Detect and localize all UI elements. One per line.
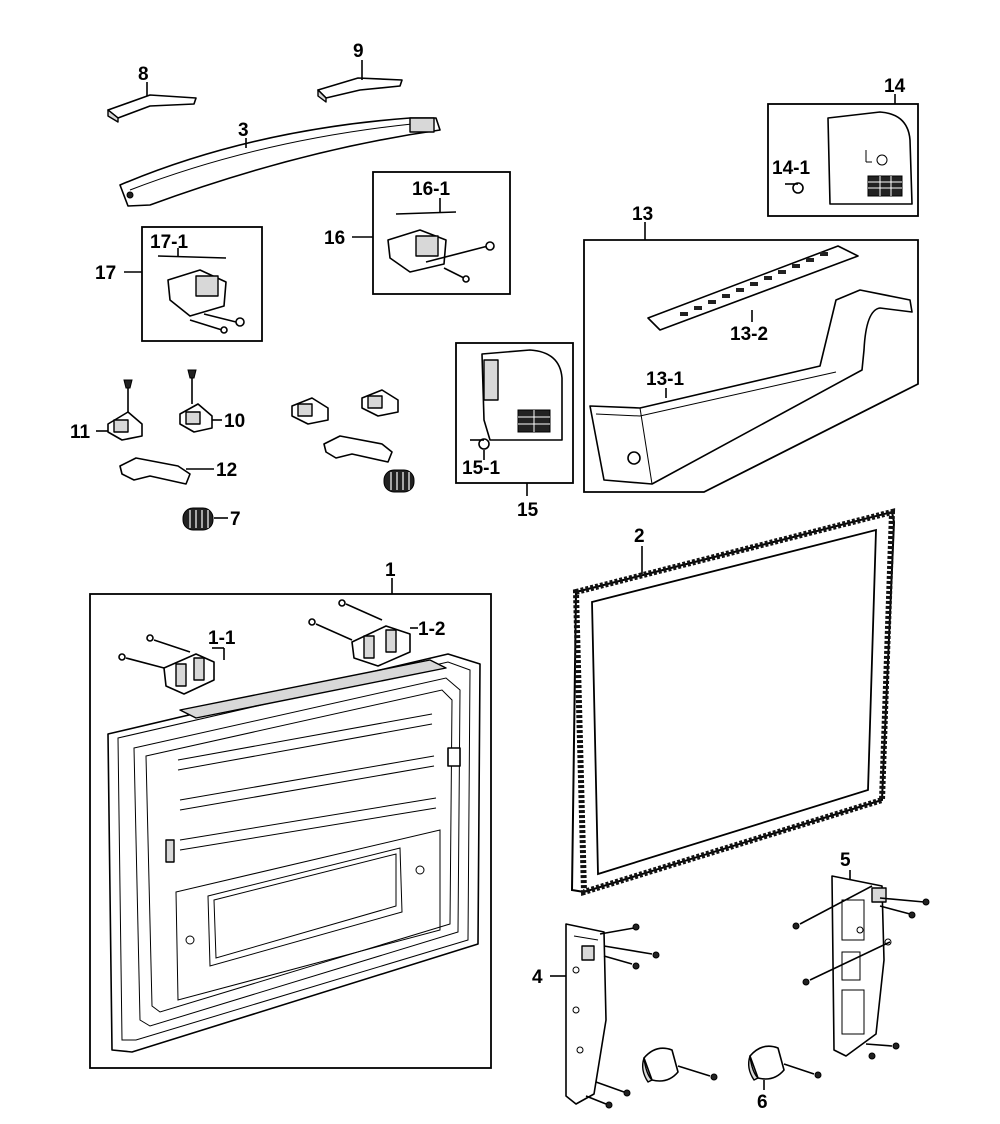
part-2-door-gasket: 2: [570, 508, 896, 897]
part-12-door-stopper-arm: 12: [119, 457, 237, 485]
part-6-roller: 6: [641, 1045, 822, 1113]
callout-7: 7: [230, 509, 241, 530]
part-3-door-handle: 3: [119, 117, 441, 207]
callout-2: 2: [634, 526, 645, 547]
part-stop-set-right: [291, 389, 415, 493]
part-11-door-stop: 11: [70, 379, 143, 443]
callout-5: 5: [840, 850, 851, 871]
callout-17-1: 17-1: [150, 232, 188, 253]
part-14-cover-assembly: 14 14-1: [767, 76, 919, 217]
callout-15-1: 15-1: [462, 458, 500, 479]
callout-17: 17: [95, 263, 116, 284]
part-1-door-assembly: 1 1-1 1-2: [89, 560, 492, 1069]
callout-8: 8: [138, 64, 149, 85]
callout-10: 10: [224, 411, 245, 432]
callout-9: 9: [353, 41, 364, 62]
callout-13-1: 13-1: [646, 369, 684, 390]
callout-13-2: 13-2: [730, 324, 768, 345]
callout-16-1: 16-1: [412, 179, 450, 200]
callout-1: 1: [385, 560, 396, 581]
part-17-hinge-assembly: 17-1 17: [95, 226, 263, 342]
callout-6: 6: [757, 1092, 768, 1113]
part-5-bottom-bracket: 5: [792, 850, 930, 1060]
part-9-hinge-cover: 9: [317, 41, 403, 103]
callout-4: 4: [532, 967, 543, 988]
callout-11: 11: [70, 422, 91, 443]
part-4-bottom-bracket: 4: [532, 923, 660, 1109]
part-7-spring: 7: [182, 507, 241, 531]
callout-15: 15: [517, 500, 539, 521]
part-13-door-bin: 13 13-2 13-1: [583, 204, 919, 493]
part-15-cover-assembly: 15-1 15: [455, 342, 574, 521]
callout-3: 3: [238, 120, 249, 141]
callout-13: 13: [632, 204, 653, 225]
part-8-hinge-cover: 8: [107, 64, 197, 123]
callout-1-2: 1-2: [418, 619, 445, 640]
callout-14: 14: [884, 76, 906, 97]
callout-16: 16: [324, 228, 345, 249]
part-16-hinge-assembly: 16-1 16: [324, 171, 511, 295]
callout-12: 12: [216, 460, 237, 481]
callout-1-1: 1-1: [208, 628, 236, 649]
part-10-door-stop: 10: [179, 369, 245, 433]
callout-14-1: 14-1: [772, 158, 810, 179]
